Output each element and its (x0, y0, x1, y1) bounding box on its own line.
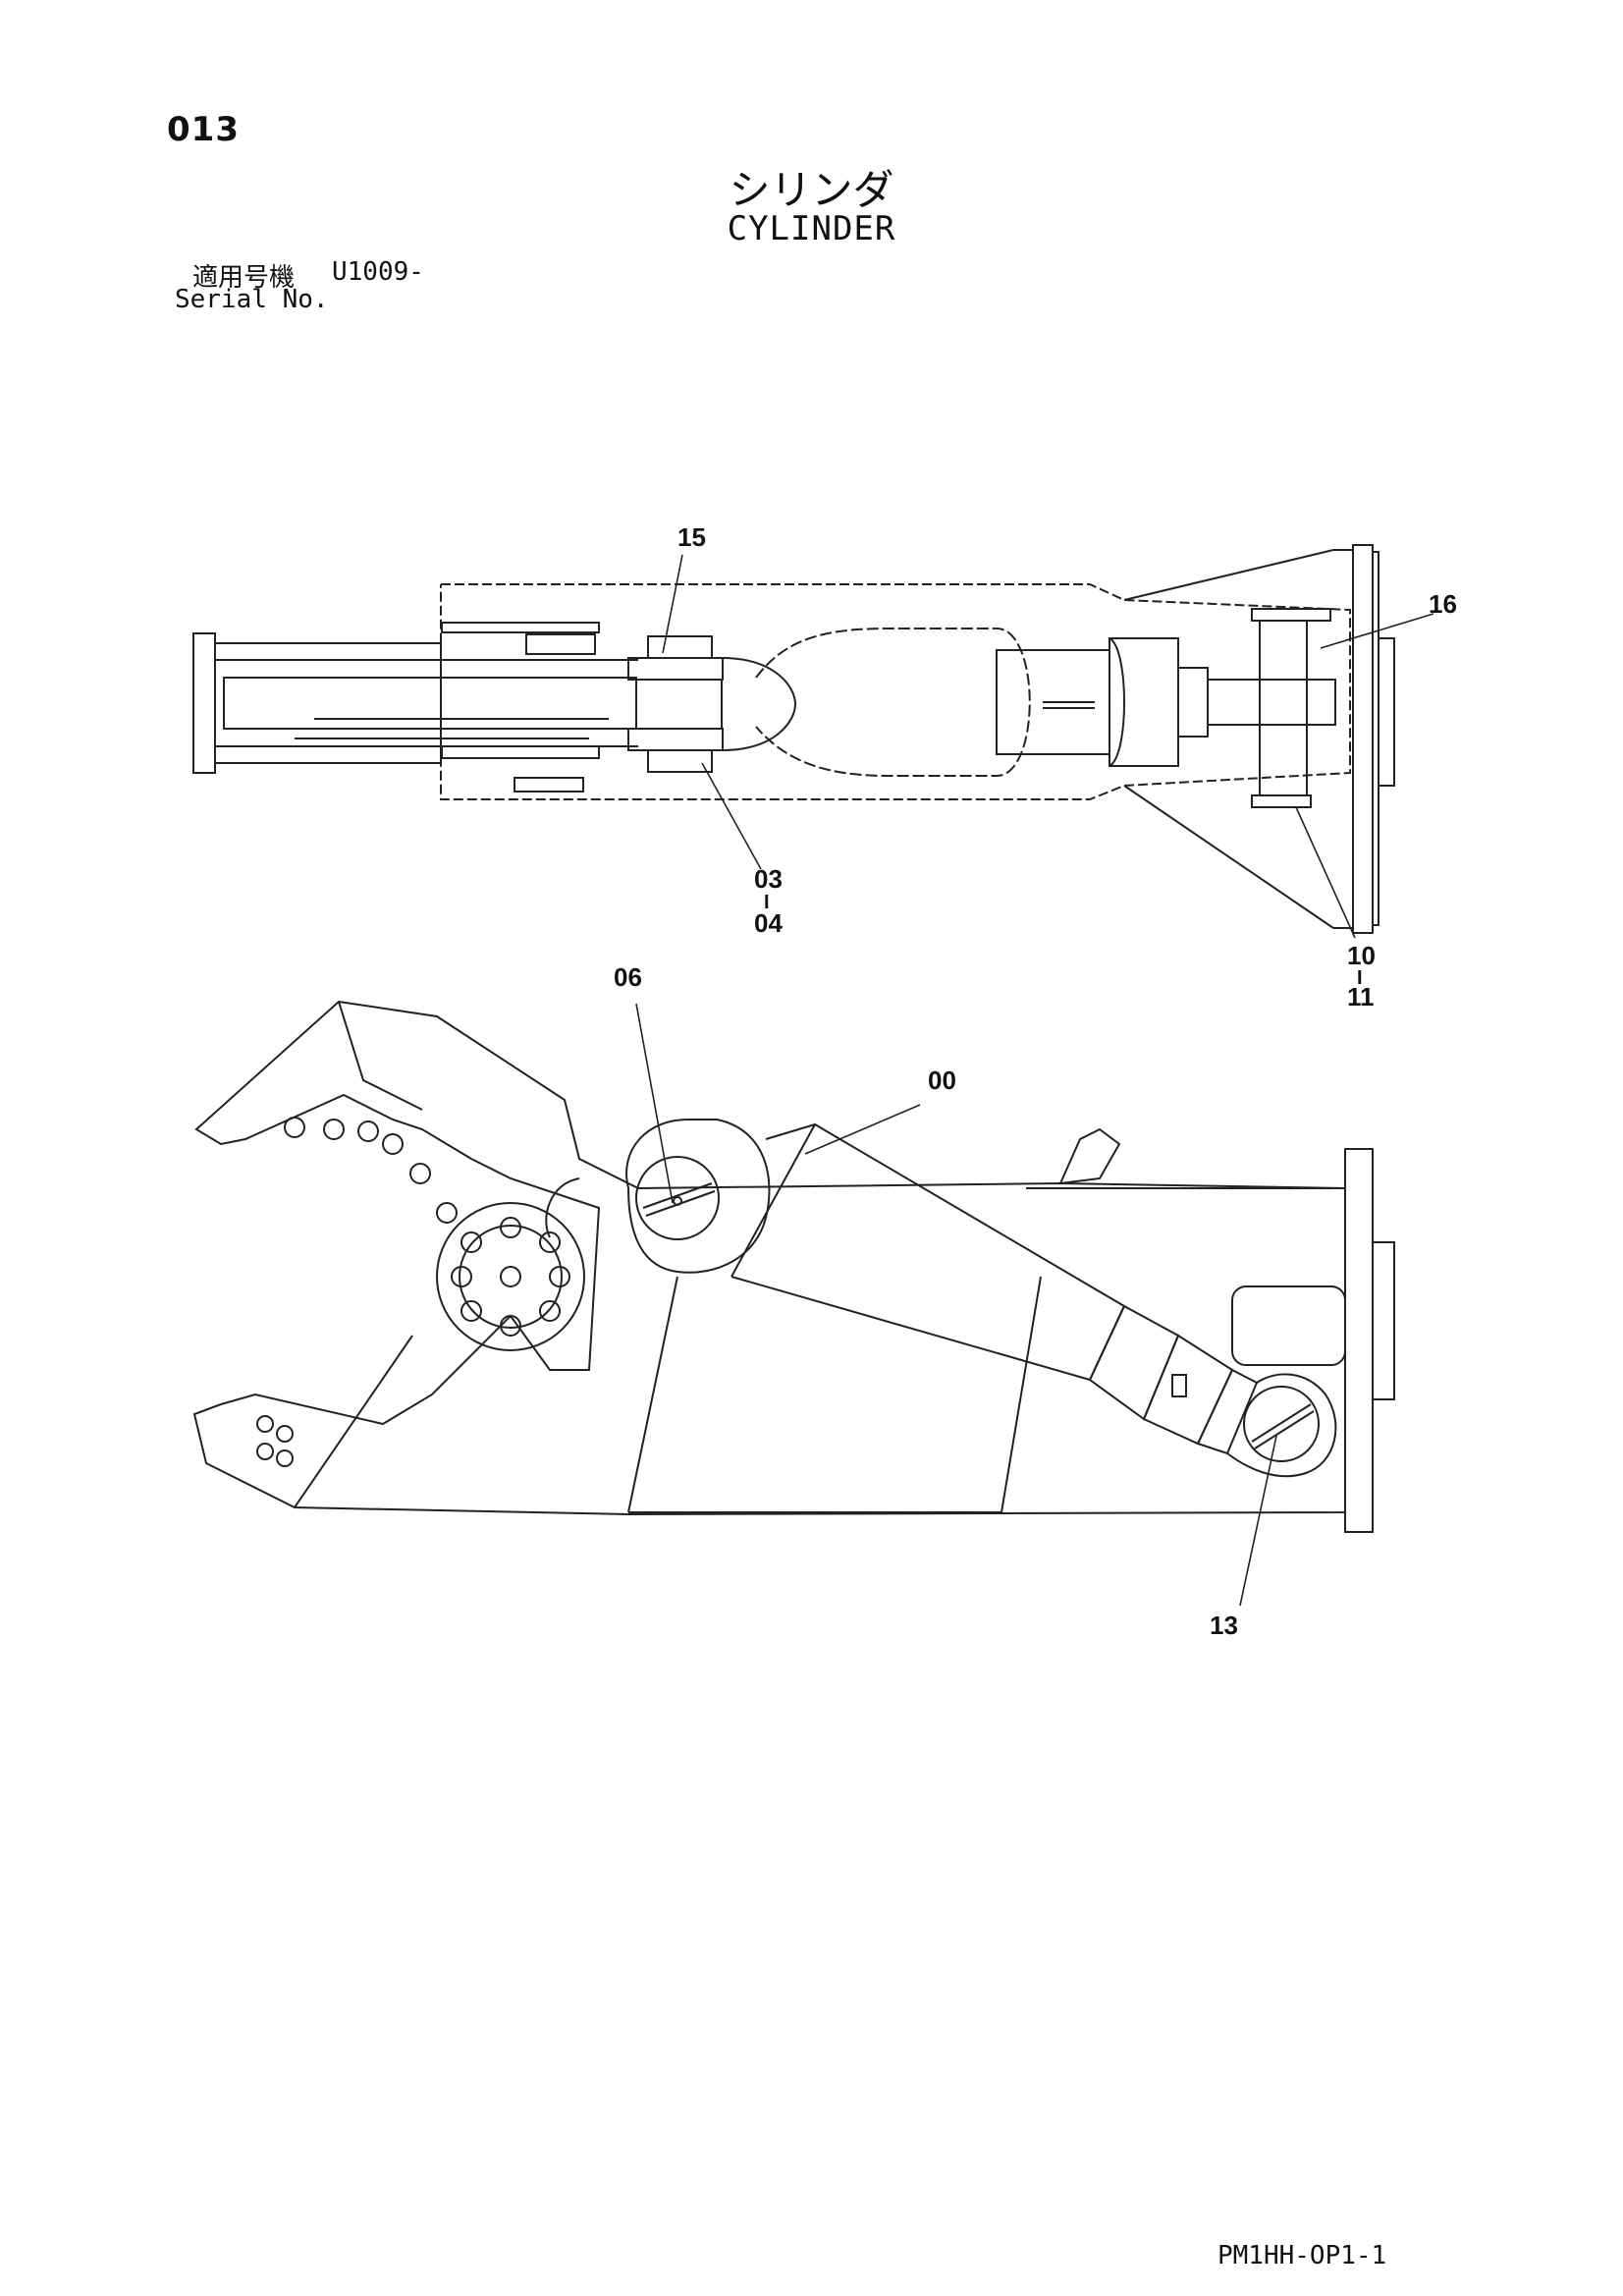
callout-range-separator: I (1357, 967, 1363, 989)
callout-15: 15 (677, 522, 706, 552)
leader-lines (635, 554, 1434, 1607)
serial-label-japanese: 適用号機 (192, 263, 296, 293)
page-number: 013 (167, 110, 240, 149)
callout-04: 04 (754, 908, 783, 938)
callout-00: 00 (928, 1066, 956, 1095)
document-code: PM1HH-OP1-1 (1217, 2241, 1387, 2270)
callout-03: 03 (754, 864, 783, 894)
serial-value: U1009- (332, 257, 424, 287)
callout-06: 06 (614, 962, 642, 992)
bolt-circle (451, 1217, 570, 1337)
serial-label-english: Serial No. (175, 285, 329, 314)
callout-10: 10 (1347, 941, 1376, 970)
callout-range-separator: I (764, 892, 770, 913)
callout-11: 11 (1347, 982, 1375, 1011)
title-japanese: シリンダ (729, 166, 894, 214)
jaw-holes (256, 1117, 458, 1467)
callout-16: 16 (1429, 589, 1457, 619)
top-view-drawing (192, 544, 1395, 934)
title-english: CYLINDER (727, 209, 896, 248)
side-view-drawing (192, 1000, 1395, 1533)
callout-13: 13 (1210, 1611, 1238, 1640)
